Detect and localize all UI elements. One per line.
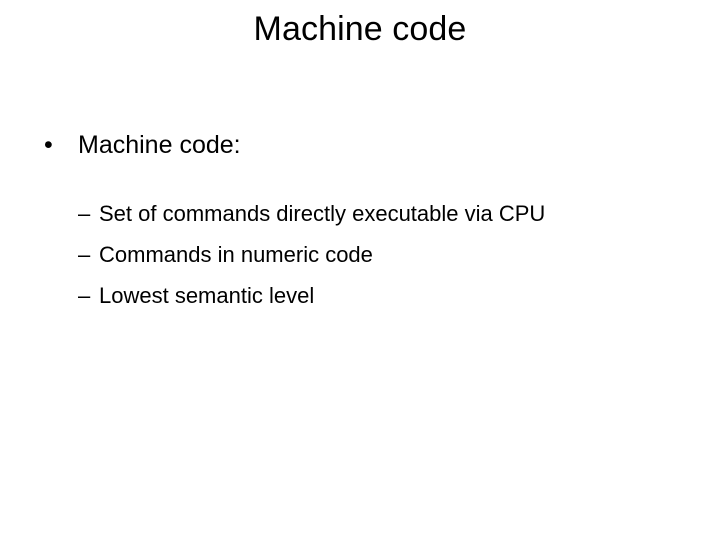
list-item: – Lowest semantic level [0,275,720,316]
bullet-dash-icon: – [78,242,91,267]
bullet-dash-icon: – [78,201,91,226]
page-title: Machine code [253,10,467,48]
list-item-label: Lowest semantic level [99,283,315,308]
bullet-dash-icon: – [78,283,91,308]
bullet-dot-icon: • [44,131,53,159]
slide-body: • Machine code: – Set of commands direct… [0,128,720,316]
list-item: – Commands in numeric code [0,234,720,275]
sub-bullet-list: – Set of commands directly executable vi… [0,193,720,316]
list-item-label: Commands in numeric code [99,242,373,267]
list-item-label: Machine code: [78,131,241,159]
list-item: – Set of commands directly executable vi… [0,193,720,234]
list-item-label: Set of commands directly executable via … [99,201,546,226]
list-item: • Machine code: [0,128,720,162]
